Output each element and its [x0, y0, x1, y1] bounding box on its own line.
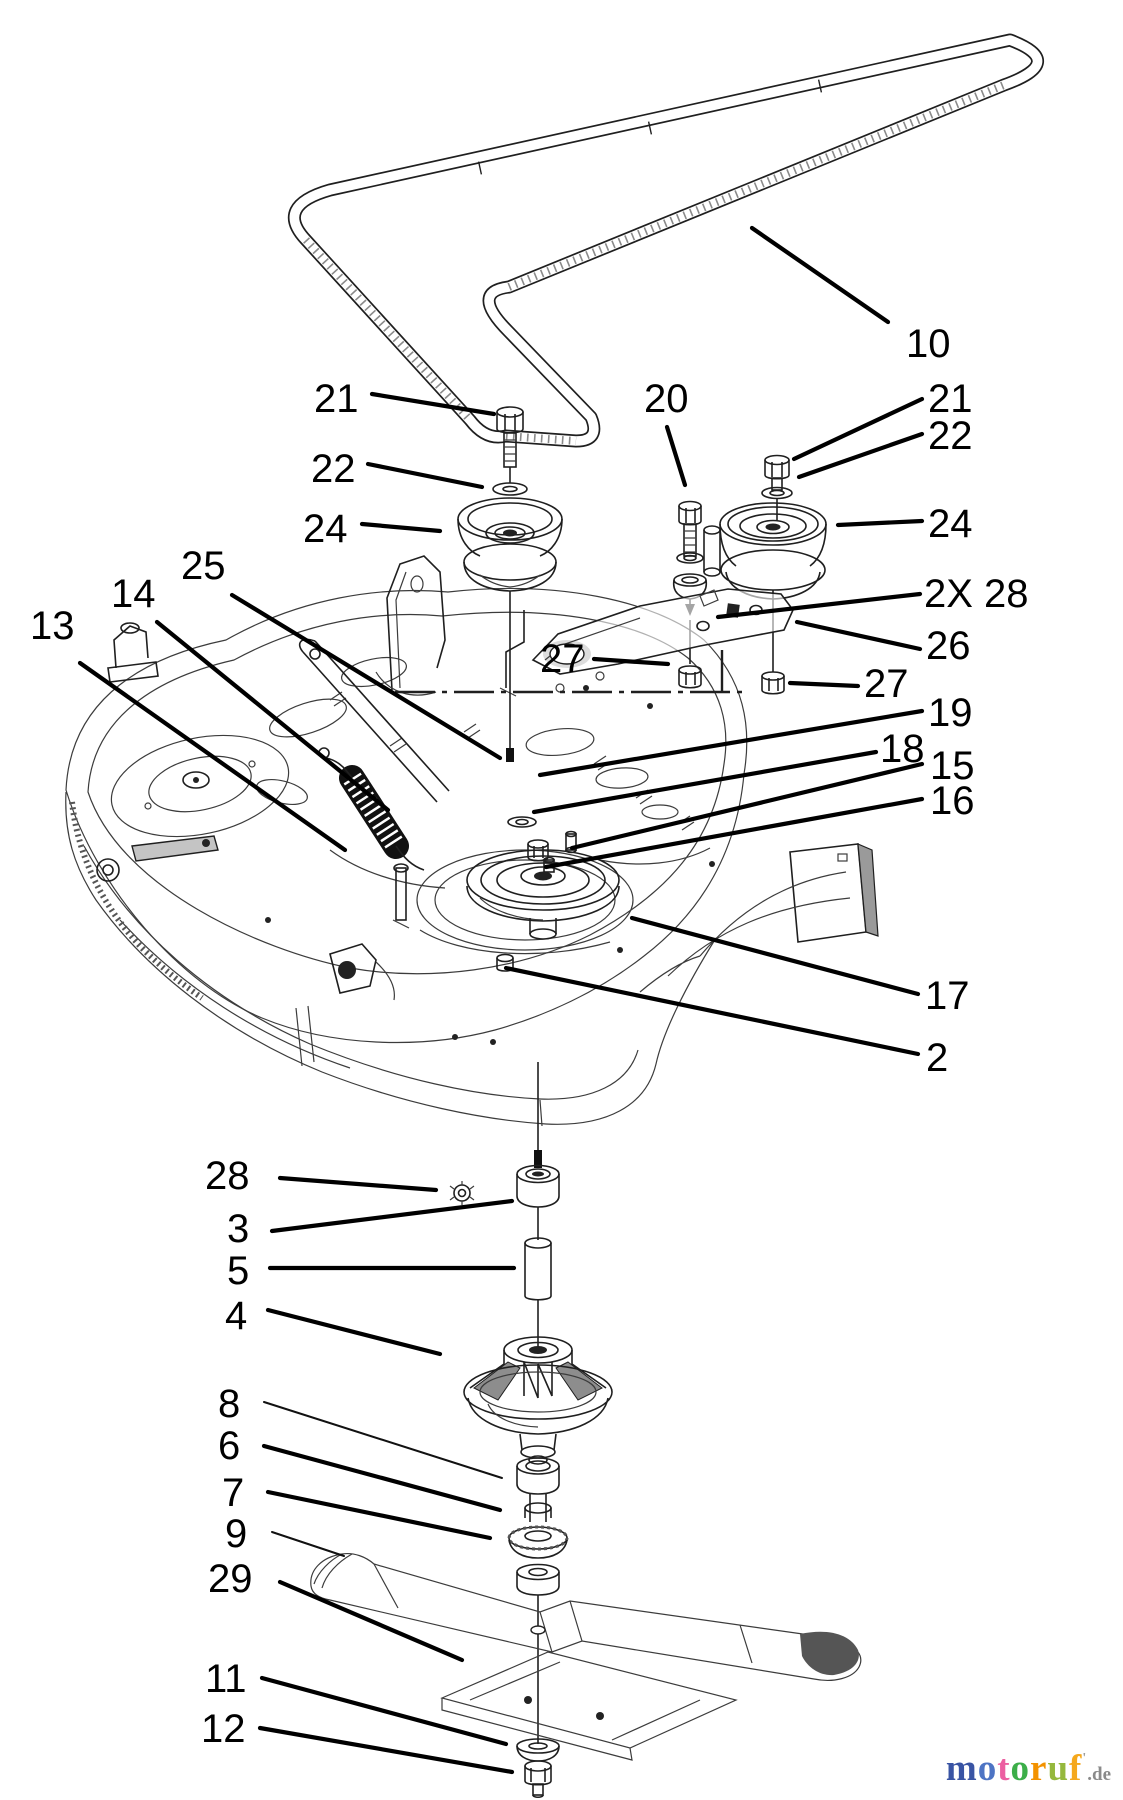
callout-19: 19 [928, 691, 973, 735]
deck-drawing [65, 555, 879, 1127]
callout-10: 10 [906, 322, 951, 366]
callout-29: 29 [208, 1557, 253, 1601]
callout-6: 6 [218, 1424, 240, 1468]
callout-26: 26 [926, 624, 971, 668]
callout-16: 16 [930, 779, 975, 823]
callout-17: 17 [925, 974, 970, 1018]
callout-13: 13 [30, 604, 75, 648]
watermark-letter: t [997, 1748, 1011, 1789]
watermark-logo: motoruf'.de [946, 1747, 1111, 1790]
callout-7: 7 [222, 1471, 244, 1515]
callout-28: 28 [205, 1154, 250, 1198]
callout-5: 5 [227, 1249, 249, 1293]
watermark-brand-text: motoruf [946, 1748, 1083, 1789]
watermark-domain-suffix: .de [1087, 1764, 1111, 1785]
blade-drawing [310, 1552, 862, 1799]
callout-27-left: 27 [540, 637, 585, 681]
center-pulley-drawing [466, 816, 620, 1168]
watermark-tm-mark: ' [1082, 1751, 1088, 1766]
callout-22-left: 22 [311, 447, 356, 491]
callout-18: 18 [880, 727, 925, 771]
watermark-letter: f [1069, 1748, 1083, 1789]
left-idler-assembly-drawing [457, 406, 563, 762]
belt-drawing [287, 33, 1044, 448]
callout-labels: 10 21 22 24 20 21 22 24 2X 28 26 27 27 1… [30, 322, 1029, 1751]
callout-24-right: 24 [928, 502, 973, 546]
callout-2x28: 2X 28 [924, 572, 1029, 616]
right-idler-assembly-drawing [719, 454, 827, 695]
callout-25: 25 [181, 544, 226, 588]
callout-2: 2 [926, 1036, 948, 1080]
watermark-letter: o [977, 1748, 998, 1789]
spindle-column-drawing [449, 1164, 613, 1744]
callout-21-right: 21 [928, 377, 973, 421]
callout-15: 15 [930, 744, 975, 788]
idler-bracket-assembly-drawing [395, 500, 794, 694]
watermark-letter: r [1030, 1748, 1048, 1789]
callout-11: 11 [205, 1657, 247, 1701]
leader-lines [77, 225, 925, 1775]
watermark-letter: u [1047, 1748, 1070, 1789]
callout-21-left: 21 [314, 377, 359, 421]
watermark-letter: m [945, 1748, 978, 1789]
callout-4: 4 [225, 1294, 247, 1338]
watermark-letter: o [1010, 1748, 1031, 1789]
callout-20: 20 [644, 377, 689, 421]
callout-24-left: 24 [303, 507, 348, 551]
callout-3: 3 [227, 1207, 249, 1251]
callout-9: 9 [225, 1512, 247, 1556]
callout-8: 8 [218, 1382, 240, 1426]
callout-12: 12 [201, 1707, 246, 1751]
callout-14: 14 [111, 572, 156, 616]
callout-22-right: 22 [928, 414, 973, 458]
callout-27-right: 27 [864, 662, 909, 706]
